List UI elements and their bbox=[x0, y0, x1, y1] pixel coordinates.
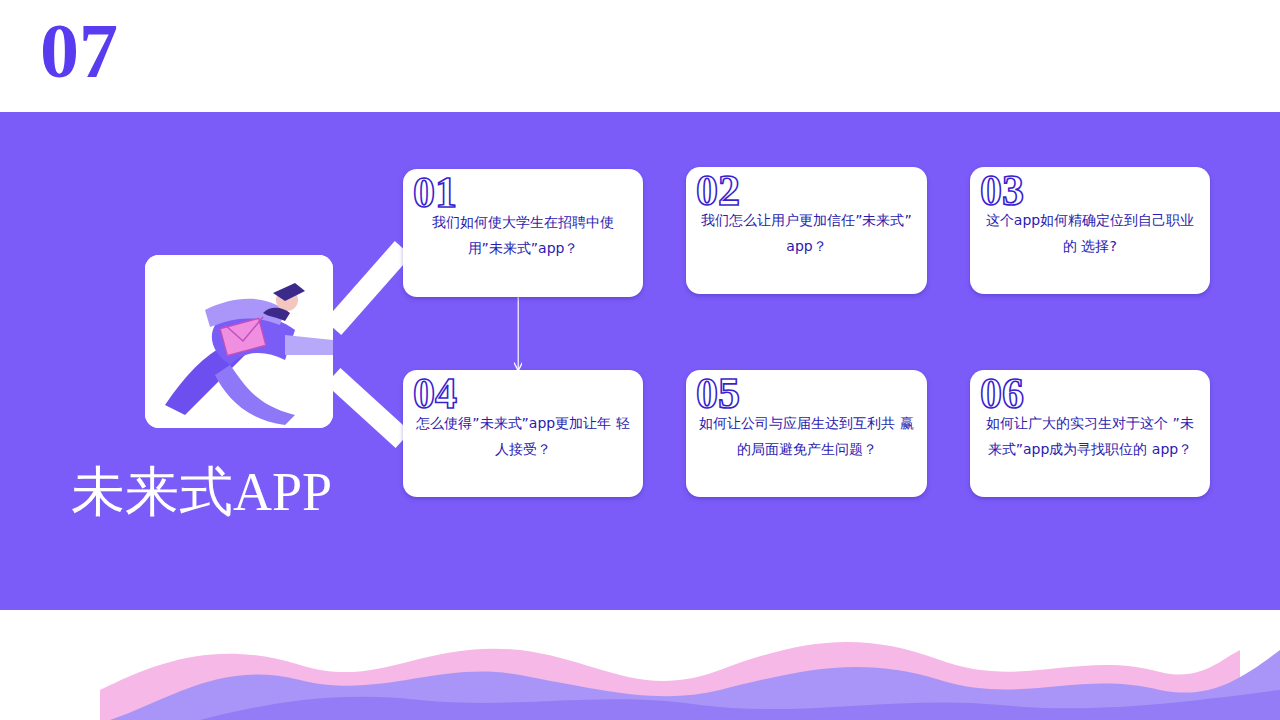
question-text: 我们如何使大学生在招聘中使 用”未来式”app？ bbox=[403, 169, 643, 271]
question-text: 我们怎么让用户更加信任”未来式” app？ bbox=[686, 167, 927, 269]
arrow-line bbox=[518, 297, 519, 370]
question-text: 如何让广大的实习生对于这个 ”未来式”app成为寻找职位的 app？ bbox=[970, 370, 1210, 472]
question-box: 02我们怎么让用户更加信任”未来式” app？ bbox=[686, 167, 927, 294]
question-box: 04怎么使得”未来式”app更加让年 轻人接受？ bbox=[403, 370, 643, 497]
purple-band bbox=[0, 112, 1280, 610]
runner-illustration bbox=[145, 255, 333, 428]
slide-number: 07 bbox=[40, 6, 118, 96]
question-box: 03这个app如何精确定位到自己职业 的 选择? bbox=[970, 167, 1210, 294]
question-text: 怎么使得”未来式”app更加让年 轻人接受？ bbox=[403, 370, 643, 472]
dark-wave bbox=[200, 690, 1280, 720]
callout-number: 06 bbox=[980, 370, 1024, 418]
callout-number: 04 bbox=[413, 370, 457, 418]
connector-bar bbox=[333, 376, 403, 440]
callout-number: 03 bbox=[980, 167, 1024, 215]
app-title: 未来式APP bbox=[71, 460, 332, 524]
app-icon: 未来式APP bbox=[145, 255, 333, 428]
connector-bar bbox=[333, 248, 403, 327]
question-box: 05如何让公司与应届生达到互利共 赢的局面避免产生问题？ bbox=[686, 370, 927, 497]
question-text: 这个app如何精确定位到自己职业 的 选择? bbox=[970, 167, 1210, 269]
callout-number: 01 bbox=[413, 169, 457, 217]
question-box: 06如何让广大的实习生对于这个 ”未来式”app成为寻找职位的 app？ bbox=[970, 370, 1210, 497]
purple-wave bbox=[110, 650, 1280, 720]
callout-number: 02 bbox=[696, 167, 740, 215]
callout-number: 05 bbox=[696, 370, 740, 418]
question-box: 01我们如何使大学生在招聘中使 用”未来式”app？ bbox=[403, 169, 643, 297]
question-text: 如何让公司与应届生达到互利共 赢的局面避免产生问题？ bbox=[686, 370, 927, 472]
